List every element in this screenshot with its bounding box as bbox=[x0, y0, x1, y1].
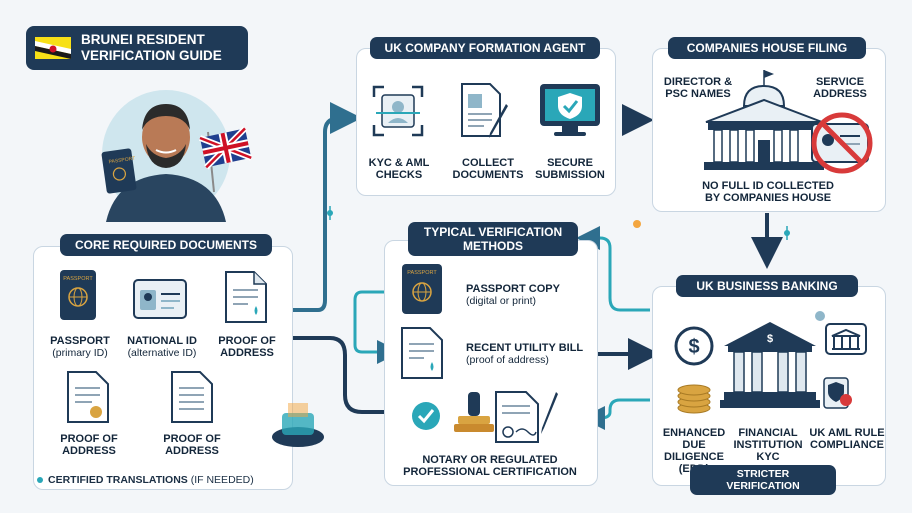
core-passport-label: PASSPORT (primary ID) bbox=[50, 335, 110, 359]
secure-chip-icon bbox=[272, 403, 324, 447]
agent-kyc-label: KYC & AML CHECKS bbox=[368, 157, 430, 181]
title-line-1: BRUNEI RESIDENT bbox=[81, 32, 205, 47]
ch-service-address-label: SERVICE ADDRESS bbox=[813, 76, 867, 100]
arrow-core-to-agent bbox=[288, 102, 362, 312]
proof-of-address-icon bbox=[225, 271, 267, 323]
no-id-card-icon bbox=[811, 112, 873, 174]
proof-of-address-statement-icon bbox=[171, 371, 213, 423]
title-card: BRUNEI RESIDENT VERIFICATION GUIDE bbox=[26, 26, 248, 70]
bank-aml-label: UK AML RULE COMPLIANCE bbox=[809, 427, 885, 451]
ch-note: NO FULL ID COLLECTED BY COMPANIES HOUSE bbox=[702, 180, 834, 204]
svg-text:PASSPORT: PASSPORT bbox=[108, 156, 135, 166]
arrow-method-bracket bbox=[353, 290, 401, 364]
method-notary-label: NOTARY OR REGULATED PROFESSIONAL CERTIFI… bbox=[403, 454, 577, 478]
passport-icon-text: PASSPORT bbox=[63, 276, 93, 282]
utility-bill-icon bbox=[401, 327, 443, 379]
collect-documents-icon bbox=[461, 83, 508, 138]
method-passport-copy-label: PASSPORT COPY (digital or print) bbox=[466, 283, 560, 307]
dollar-coin-icon: $ bbox=[674, 326, 714, 414]
passport-copy-icon-text: PASSPORT bbox=[407, 270, 437, 276]
certified-translations-note: CERTIFIED TRANSLATIONS (IF NEEDED) bbox=[37, 474, 254, 486]
agent-secure-label: SECURE SUBMISSION bbox=[535, 157, 605, 181]
national-id-icon bbox=[133, 279, 187, 319]
companies-house-header: COMPANIES HOUSE FILING bbox=[668, 37, 866, 59]
method-utility-bill-label: RECENT UTILITY BILL (proof of address) bbox=[466, 342, 584, 366]
agent-collect-label: COLLECT DOCUMENTS bbox=[452, 157, 524, 181]
notary-stamp-icon bbox=[412, 391, 558, 443]
bank-building-icon: $ bbox=[720, 322, 820, 408]
core-proof-address-label-3: PROOF OF ADDRESS bbox=[163, 433, 221, 457]
core-proof-address-label-1: PROOF OF ADDRESS bbox=[218, 335, 276, 359]
arrow-bank-to-methods-top bbox=[576, 226, 650, 312]
brunei-flag-icon bbox=[35, 37, 71, 59]
resident-avatar: PASSPORT bbox=[101, 90, 253, 222]
arrow-bank-to-methods-bottom bbox=[581, 398, 650, 430]
passport-icon: PASSPORT bbox=[60, 270, 96, 320]
svg-text:$: $ bbox=[688, 336, 699, 358]
formation-agent-header: UK COMPANY FORMATION AGENT bbox=[370, 37, 600, 59]
secure-submission-icon bbox=[540, 84, 600, 136]
companies-house-building-icon bbox=[704, 70, 824, 170]
verification-methods-header: TYPICAL VERIFICATION METHODS bbox=[408, 222, 578, 256]
core-national-id-label: NATIONAL ID (alternative ID) bbox=[127, 335, 197, 359]
bank-kyc-label: FINANCIAL INSTITUTION KYC bbox=[733, 427, 803, 463]
compliance-icon bbox=[815, 311, 867, 409]
arrow-core-to-notary bbox=[288, 336, 400, 414]
banking-header: UK BUSINESS BANKING bbox=[676, 275, 858, 297]
ch-director-label: DIRECTOR & PSC NAMES bbox=[663, 76, 733, 100]
stricter-verification-badge: STRICTER VERIFICATION bbox=[690, 465, 836, 495]
kyc-scan-icon bbox=[372, 85, 424, 137]
svg-text:$: $ bbox=[767, 333, 773, 345]
title-line-2: VERIFICATION GUIDE bbox=[81, 48, 222, 63]
proof-of-address-certified-icon bbox=[67, 371, 109, 423]
core-proof-address-label-2: PROOF OF ADDRESS bbox=[60, 433, 118, 457]
core-documents-header: CORE REQUIRED DOCUMENTS bbox=[60, 234, 272, 256]
passport-copy-icon: PASSPORT bbox=[402, 264, 442, 314]
